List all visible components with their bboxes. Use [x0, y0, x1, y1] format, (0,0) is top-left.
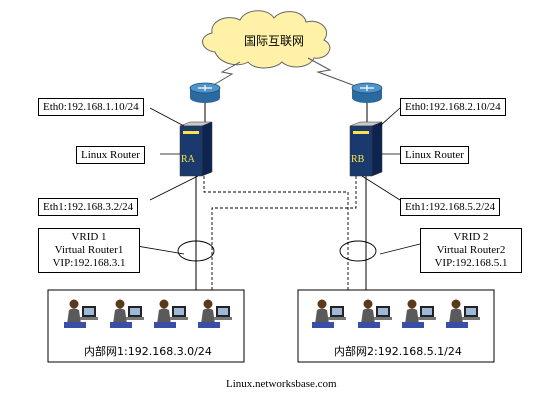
- router-icon-rb: [351, 82, 383, 103]
- rb-eth1-label: Eth1:192.168.5.2/24: [400, 198, 501, 216]
- rb-name: RB: [351, 154, 365, 165]
- user-icons-net2: [312, 299, 480, 328]
- vip-ellipse-2: [339, 240, 377, 262]
- ra-eth1-label: Eth1:192.168.3.2/24: [38, 198, 139, 216]
- rb-eth0-label: Eth0:192.168.2.10/24: [400, 98, 506, 116]
- pointer-eth1-rb: [361, 175, 401, 201]
- backup-link-rb-to-net1: [211, 176, 357, 290]
- vrid2-line3: VIP:192.168.5.1: [434, 257, 508, 269]
- vrid2-line2: Virtual Router2: [436, 244, 506, 256]
- vip-ellipse-1: [177, 240, 215, 262]
- cloud-label: 国际互联网: [244, 34, 305, 48]
- backup-link-ra-to-net2: [203, 176, 349, 290]
- vrid2-box: VRID 2 Virtual Router2 VIP:192.168.5.1: [420, 228, 522, 273]
- wan-link-ra: [204, 61, 241, 91]
- vrid1-box: VRID 1 Virtual Router1 VIP:192.168.3.1: [38, 228, 140, 273]
- pointer-eth1-ra: [149, 175, 199, 201]
- ra-role-label: Linux Router: [76, 146, 145, 164]
- lan-box-1: [47, 289, 245, 363]
- lan-box-2: [297, 289, 495, 363]
- vrid1-line3: VIP:192.168.3.1: [52, 257, 126, 269]
- rb-role-label: Linux Router: [400, 146, 469, 164]
- net2-label: 内部网2:192.168.5.1/24: [334, 345, 462, 358]
- server-rb: [349, 121, 383, 177]
- pointer-vrid2: [379, 243, 421, 255]
- pointer-eth0-rb: [379, 107, 401, 127]
- router-icon-ra: [189, 82, 221, 103]
- pointer-eth0-ra: [149, 107, 185, 127]
- credit-text: Linux.networksbase.com: [226, 378, 337, 390]
- ra-name: RA: [181, 154, 195, 165]
- server-ra: [179, 121, 213, 177]
- vrid1-line2: Virtual Router1: [54, 244, 124, 256]
- net1-label: 内部网1:192.168.3.0/24: [84, 345, 212, 358]
- user-icons-net1: [64, 299, 232, 328]
- internet-cloud: [202, 10, 331, 69]
- wan-link-rb: [307, 57, 367, 91]
- vrid1-line1: VRID 1: [71, 231, 107, 243]
- ra-eth0-label: Eth0:192.168.1.10/24: [38, 98, 144, 116]
- vrid2-line1: VRID 2: [453, 231, 489, 243]
